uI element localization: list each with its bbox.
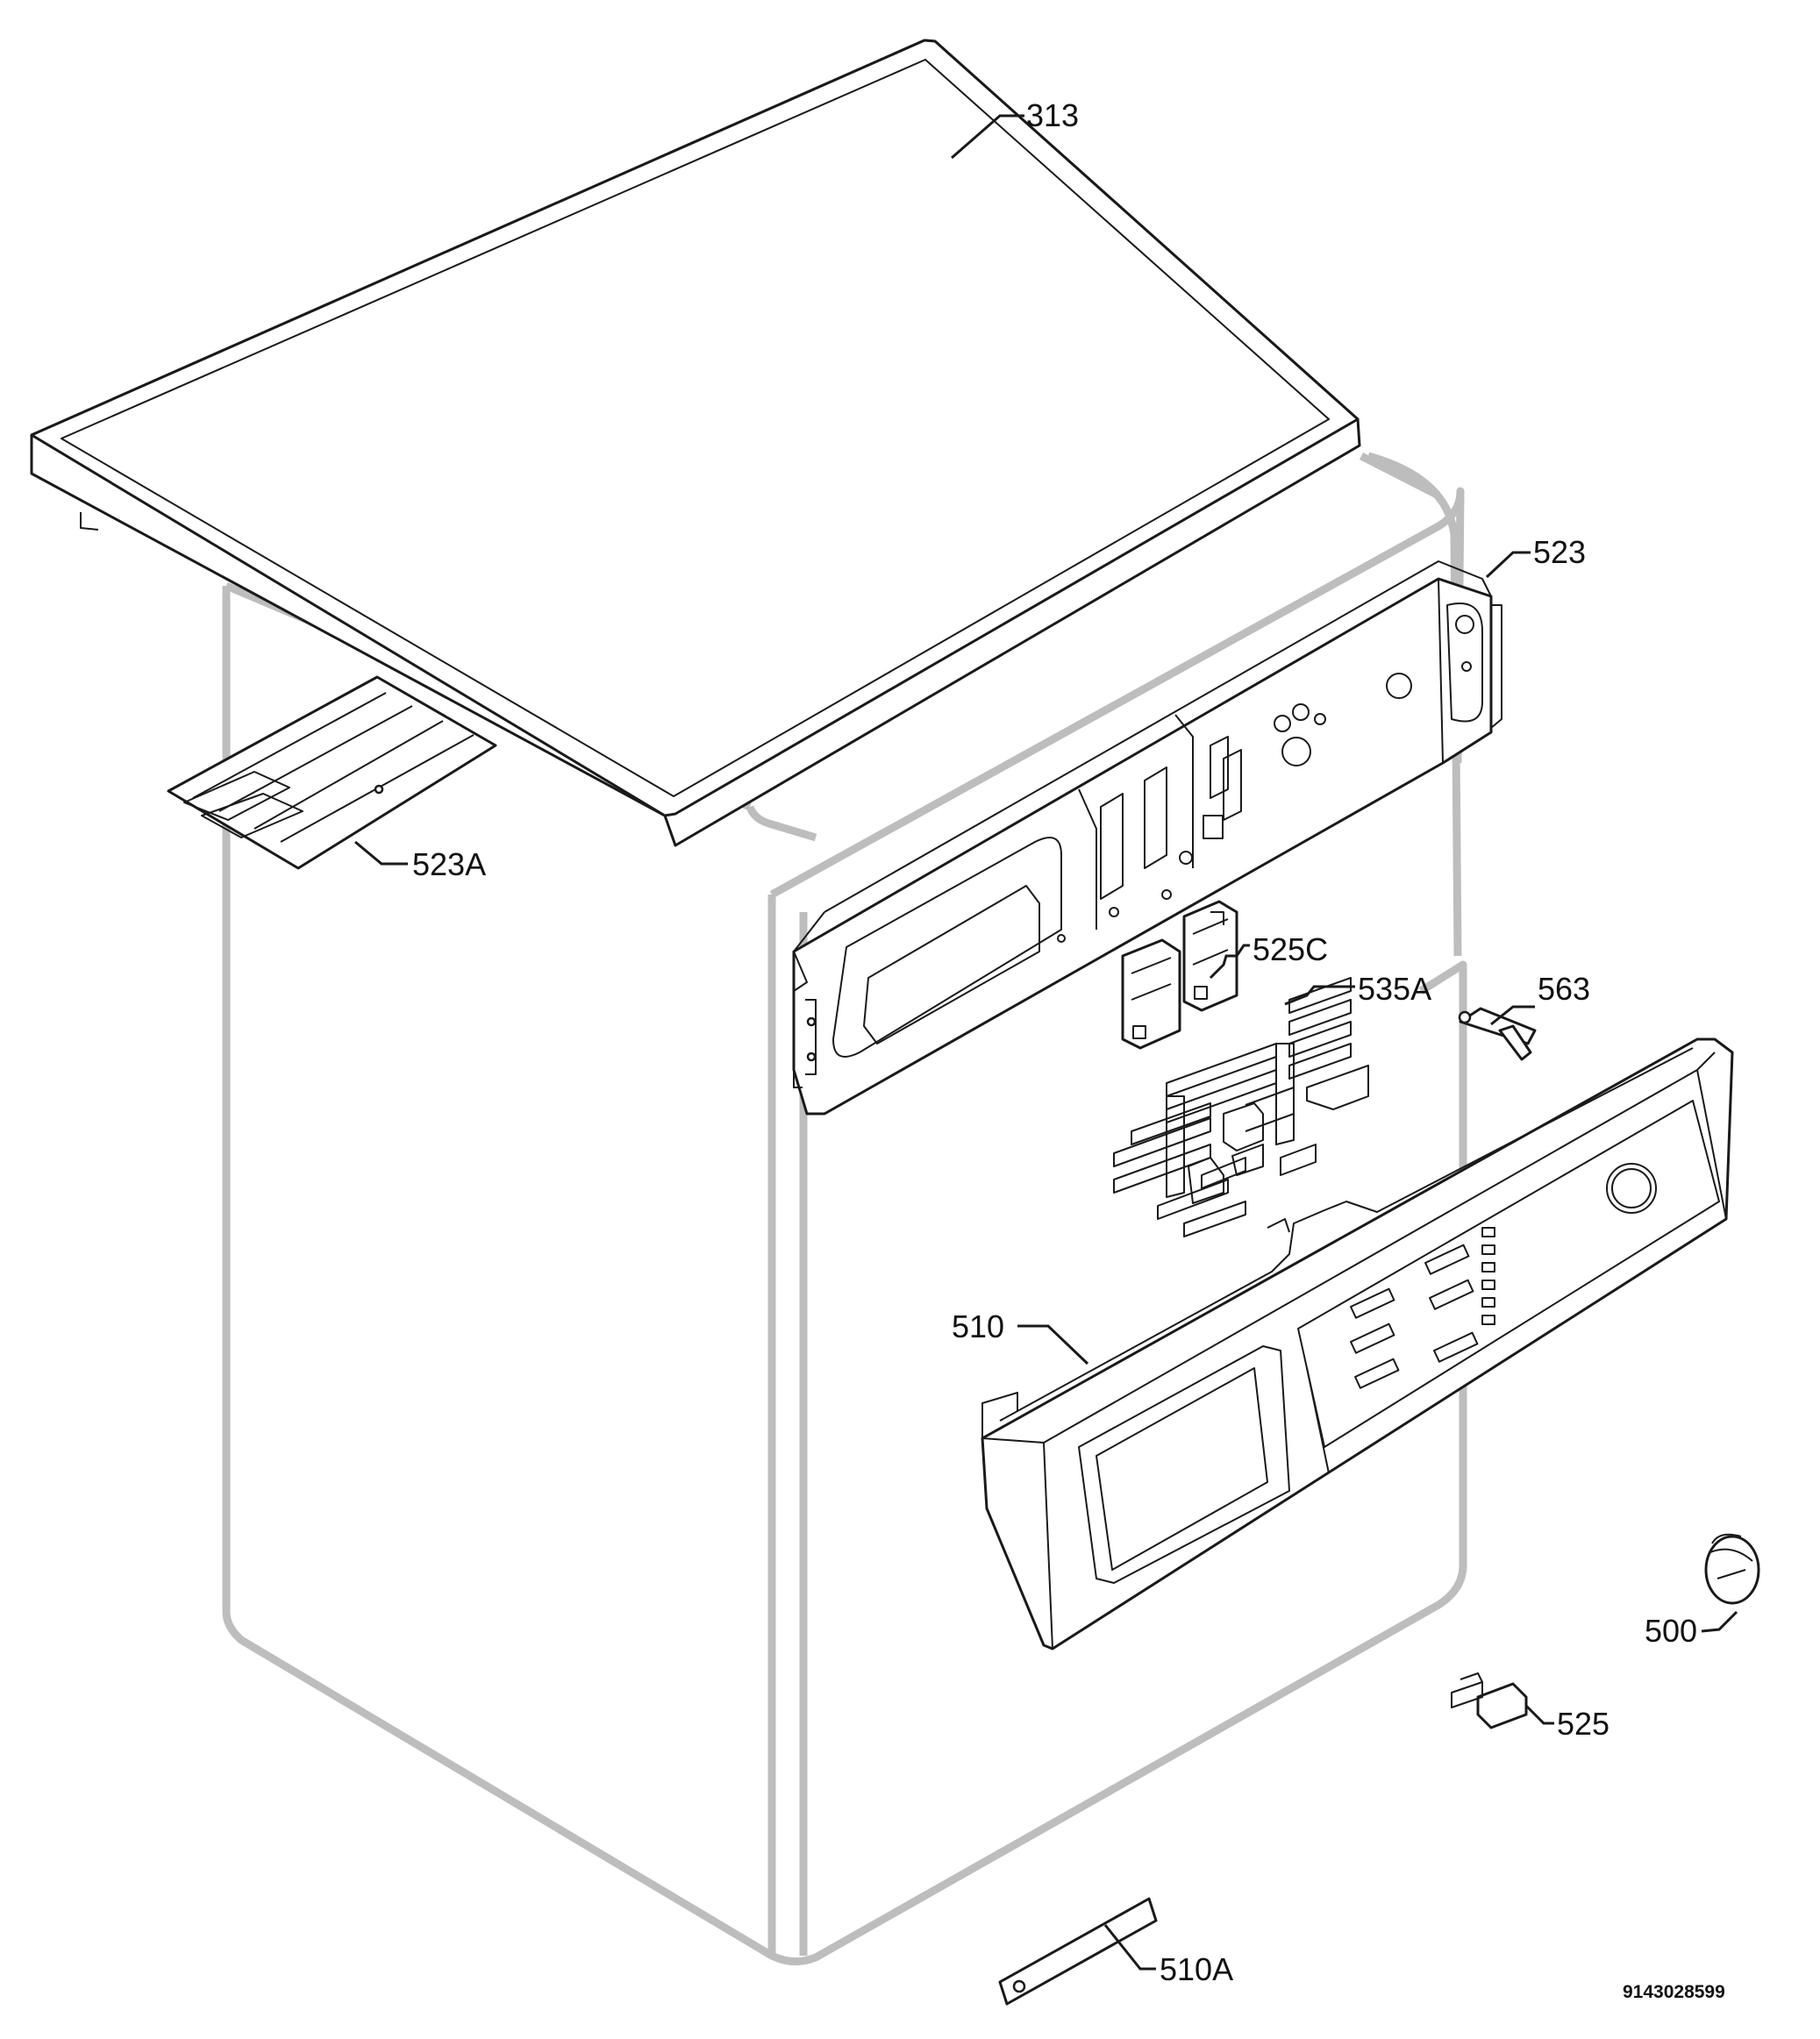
callout-535a: 535A: [1358, 971, 1431, 1007]
callout-525: 525: [1557, 1706, 1609, 1742]
selector-knob-500: [1704, 1533, 1760, 1605]
push-rods-535a: [1113, 977, 1369, 1237]
callout-563: 563: [1538, 971, 1590, 1007]
leader-lines: [354, 114, 1738, 1971]
control-bracket-523: [792, 560, 1502, 1116]
rear-rail-523a: [167, 675, 497, 870]
callout-523a: 523A: [412, 846, 486, 882]
switch-525: [1451, 1672, 1528, 1729]
callout-510a: 510A: [1160, 1951, 1233, 1987]
callout-523: 523: [1533, 534, 1586, 570]
document-number: 9143028599: [1623, 1982, 1725, 2002]
callout-500: 500: [1645, 1613, 1697, 1649]
switch-holders-525c: [1121, 900, 1238, 1050]
callout-labels: 313 523 523A 525C 535A 563 510 500 525 5…: [412, 97, 1725, 2002]
top-lid-313: [30, 39, 1361, 847]
callout-510: 510: [952, 1308, 1004, 1344]
control-fascia-510: [981, 1037, 1734, 1650]
callout-525c: 525C: [1253, 931, 1328, 967]
callout-313: 313: [1026, 97, 1079, 133]
nameplate-510a: [998, 1897, 1158, 2006]
pin-563: [1458, 1007, 1537, 1061]
